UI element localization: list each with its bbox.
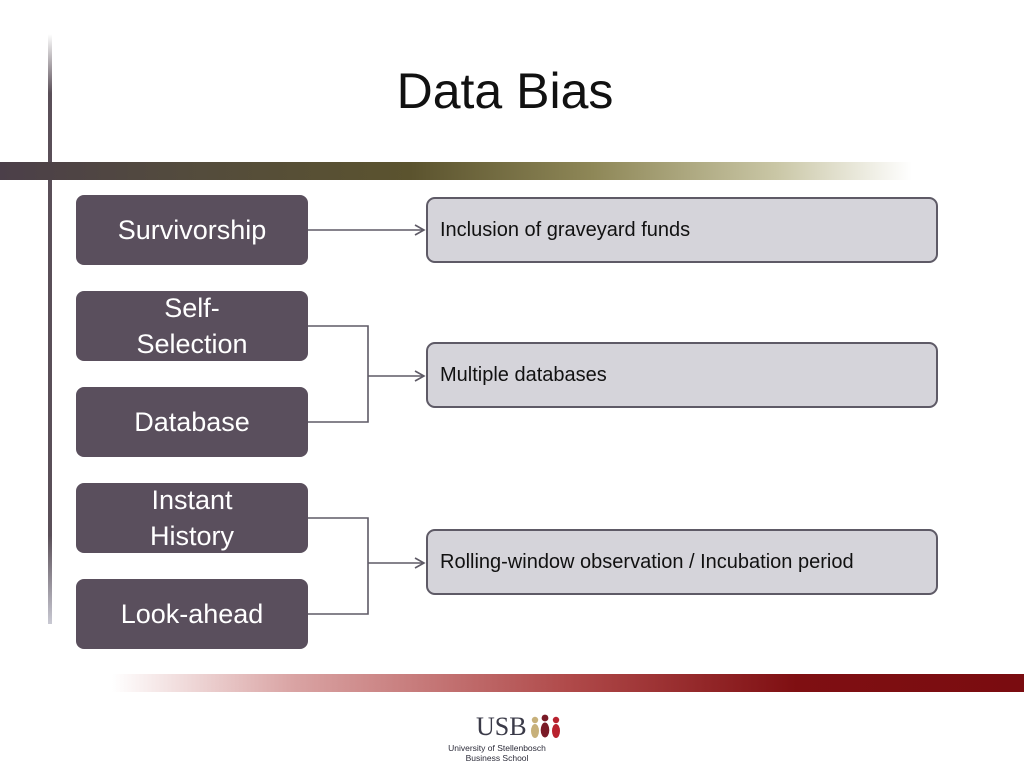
left-vertical-rule bbox=[48, 34, 52, 624]
category-survivorship: Survivorship bbox=[76, 195, 308, 265]
category-instant-history-label: Instant History bbox=[149, 485, 234, 551]
remedy-multiple-databases: Multiple databases bbox=[426, 342, 938, 408]
category-self-selection-label: Self- Selection bbox=[136, 293, 248, 359]
remedy-multiple-databases-label: Multiple databases bbox=[440, 364, 607, 386]
logo-line-1: University of Stellenbosch bbox=[448, 743, 546, 753]
remedy-rolling-window-label: Rolling-window observation / Incubation … bbox=[440, 551, 854, 573]
logo-wordmark: USB bbox=[476, 712, 527, 741]
category-look-ahead: Look-ahead bbox=[76, 579, 308, 649]
connector-self-selection-database bbox=[308, 325, 369, 423]
category-database: Database bbox=[76, 387, 308, 457]
category-self-selection: Self- Selection bbox=[76, 291, 308, 361]
footer-band bbox=[112, 674, 1024, 692]
logo-line-2: Business School bbox=[465, 753, 529, 763]
remedy-rolling-window: Rolling-window observation / Incubation … bbox=[426, 529, 938, 595]
category-survivorship-label: Survivorship bbox=[117, 215, 267, 245]
remedy-graveyard-funds: Inclusion of graveyard funds bbox=[426, 197, 938, 263]
category-database-label: Database bbox=[134, 407, 250, 437]
slide-title: Data Bias bbox=[396, 63, 614, 119]
connector-instant-history-look-ahead bbox=[308, 517, 369, 615]
usb-logo: USB University of Stellenbosch Business … bbox=[430, 710, 570, 766]
title-underline-band bbox=[0, 162, 912, 180]
category-instant-history: Instant History bbox=[76, 483, 308, 553]
logo-figures-icon bbox=[531, 714, 560, 738]
category-look-ahead-label: Look-ahead bbox=[120, 599, 264, 629]
remedy-graveyard-funds-label: Inclusion of graveyard funds bbox=[440, 219, 691, 241]
